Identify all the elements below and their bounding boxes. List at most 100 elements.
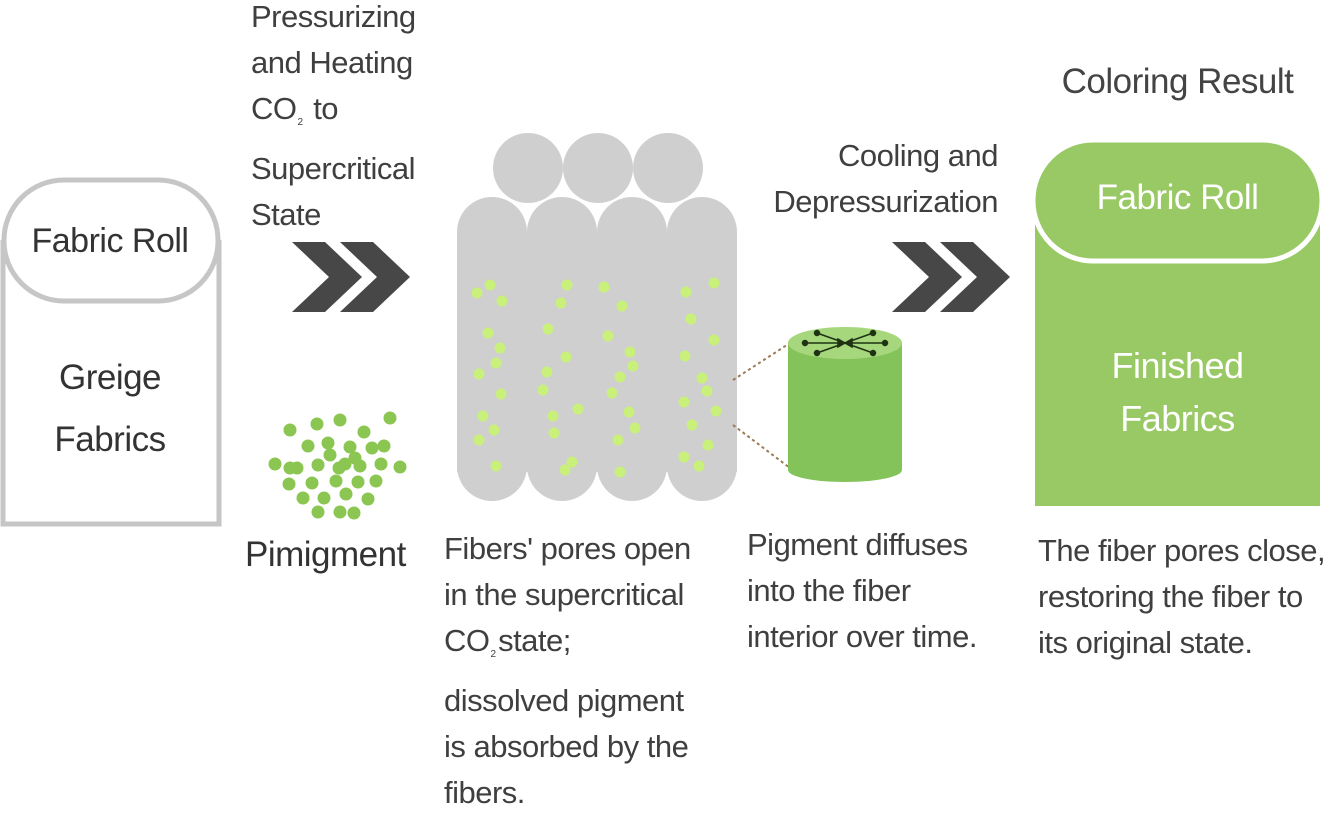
diffusion-caption: Pigment diffuses into the fiber interior… bbox=[747, 522, 977, 660]
pigment-particle bbox=[357, 425, 371, 439]
pressurizing-heading-line3: CO2 to bbox=[251, 86, 416, 146]
diffusion-caption-line2: into the fiber bbox=[747, 573, 911, 608]
absorbed-pigment-dot bbox=[606, 387, 618, 399]
fiber-end bbox=[493, 133, 563, 203]
pigment-particle bbox=[361, 492, 375, 506]
pigment-particle bbox=[329, 474, 343, 488]
absorbed-pigment-dot bbox=[566, 456, 578, 468]
fibers-caption-line6: fibers. bbox=[444, 775, 525, 810]
cooling-heading-line1: Cooling and bbox=[838, 138, 998, 173]
absorbed-pigment-dot bbox=[495, 388, 507, 400]
co2-after-text: state; bbox=[498, 623, 571, 658]
absorbed-pigment-dot bbox=[678, 396, 690, 408]
result-caption: The fiber pores close, restoring the fib… bbox=[1038, 528, 1326, 666]
result-caption-line2: restoring the fiber to bbox=[1038, 579, 1303, 614]
absorbed-pigment-dot bbox=[710, 405, 722, 417]
pressurizing-heading-line4: Supercritical bbox=[251, 151, 416, 186]
absorbed-pigment-dot bbox=[602, 330, 614, 342]
co2-text: CO bbox=[444, 623, 490, 658]
pigment-particle bbox=[268, 457, 282, 471]
finished-roll-cap bbox=[1030, 137, 1325, 264]
fiber-end bbox=[527, 197, 597, 267]
greige-fabric-label-line1: Greige bbox=[58, 358, 162, 397]
absorbed-pigment-dot bbox=[560, 351, 572, 363]
absorbed-pigment-dot bbox=[473, 434, 485, 446]
absorbed-pigment-dot bbox=[614, 466, 626, 478]
result-caption-line1: The fiber pores close, bbox=[1038, 533, 1326, 568]
greige-roll-cap bbox=[1, 177, 221, 304]
absorbed-pigment-dot bbox=[496, 295, 508, 307]
result-caption-line3: its original state. bbox=[1038, 625, 1253, 660]
finished-fabric-label-line2: Fabrics bbox=[1120, 398, 1235, 439]
cooling-heading-line2: Depressurization bbox=[773, 184, 998, 219]
pigment-particle bbox=[333, 413, 347, 427]
pigment-particle bbox=[311, 505, 325, 519]
greige-fabric-roll bbox=[0, 177, 222, 527]
absorbed-pigment-dot bbox=[627, 360, 639, 372]
absorbed-pigment-dot bbox=[624, 346, 636, 358]
fiber-end bbox=[597, 197, 667, 267]
fibers-caption-line1: Fibers' pores open bbox=[444, 531, 691, 566]
absorbed-pigment-dot bbox=[477, 410, 489, 422]
absorbed-pigment-dot bbox=[612, 434, 624, 446]
co2-subscript: 2 bbox=[490, 649, 497, 660]
co2-subscript: 2 bbox=[297, 117, 304, 128]
absorbed-pigment-dot bbox=[537, 384, 549, 396]
pigment-particle bbox=[301, 439, 315, 453]
pigment-particle bbox=[338, 457, 352, 471]
pressurizing-heading-line1: Pressurizing bbox=[251, 0, 416, 34]
absorbed-pigment-dot bbox=[614, 371, 626, 383]
pigment-label: Pimigment bbox=[245, 535, 406, 574]
fiber-pigment-dots bbox=[471, 277, 722, 478]
absorbed-pigment-dot bbox=[555, 297, 567, 309]
pigment-particle bbox=[321, 436, 335, 450]
pigment-particle bbox=[283, 423, 297, 437]
diffusion-caption-line3: interior over time. bbox=[747, 619, 977, 654]
finished-fabric-label-line1: Finished bbox=[1111, 345, 1244, 386]
pressurizing-heading-line5: State bbox=[251, 197, 321, 232]
cooling-heading: Cooling and Depressurization bbox=[740, 133, 998, 225]
fiber-end bbox=[597, 431, 667, 501]
pigment-particle bbox=[283, 461, 297, 475]
absorbed-pigment-dot bbox=[701, 385, 713, 397]
absorbed-pigment-dot bbox=[702, 439, 714, 451]
absorbed-pigment-dot bbox=[488, 424, 500, 436]
pigment-particle bbox=[305, 476, 319, 490]
absorbed-pigment-dot bbox=[693, 460, 705, 472]
pigment-particle bbox=[317, 491, 331, 505]
pigment-particle bbox=[323, 448, 337, 462]
absorbed-pigment-dot bbox=[696, 372, 708, 384]
absorbed-pigment-dot bbox=[473, 368, 485, 380]
finished-roll-label: Fabric Roll bbox=[1096, 178, 1259, 217]
pigment-particle bbox=[393, 460, 407, 474]
finished-fabric-roll bbox=[1030, 137, 1325, 506]
pigment-particle bbox=[348, 451, 362, 465]
absorbed-pigment-dot bbox=[547, 410, 559, 422]
pigment-particle bbox=[310, 417, 324, 431]
pressurizing-heading: Pressurizing and Heating CO2 to Supercri… bbox=[251, 0, 416, 238]
co2-after-text: to bbox=[313, 91, 339, 126]
pigment-particle bbox=[333, 505, 347, 519]
absorbed-pigment-dot bbox=[680, 286, 692, 298]
fibers-caption-line4: dissolved pigment bbox=[444, 683, 684, 718]
absorbed-pigment-dot bbox=[490, 460, 502, 472]
zoom-connector bbox=[732, 342, 791, 469]
greige-roll-label: Fabric Roll bbox=[31, 222, 189, 260]
absorbed-pigment-dot bbox=[708, 334, 720, 346]
pigment-particle bbox=[377, 439, 391, 453]
absorbed-pigment-dot bbox=[548, 427, 560, 439]
fibers-caption-line2: in the supercritical bbox=[444, 577, 684, 612]
pigment-particle bbox=[296, 491, 310, 505]
pigment-particle bbox=[383, 411, 397, 425]
absorbed-pigment-dot bbox=[598, 281, 610, 293]
absorbed-pigment-dot bbox=[561, 279, 573, 291]
absorbed-pigment-dot bbox=[629, 422, 641, 434]
fiber-end bbox=[563, 133, 633, 203]
absorbed-pigment-dot bbox=[679, 350, 691, 362]
absorbed-pigment-dot bbox=[559, 464, 571, 476]
diagram-canvas bbox=[0, 133, 1325, 527]
absorbed-pigment-dot bbox=[541, 366, 553, 378]
absorbed-pigment-dot bbox=[494, 342, 506, 354]
pigment-particle bbox=[347, 506, 361, 520]
absorbed-pigment-dot bbox=[616, 300, 628, 312]
